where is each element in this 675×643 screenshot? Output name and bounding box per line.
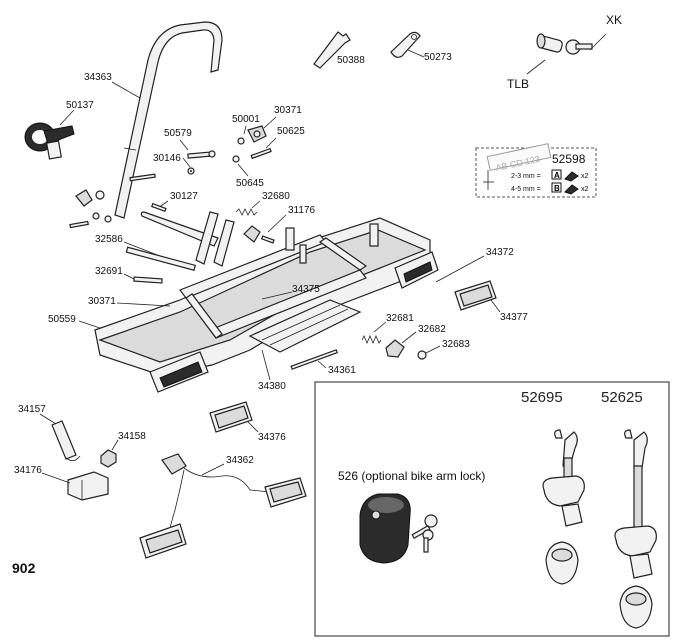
- label-30371-top: 30371: [274, 105, 302, 116]
- label-32586: 32586: [95, 234, 123, 245]
- label-32680: 32680: [262, 191, 290, 202]
- bolt-30127: [150, 202, 167, 213]
- bracket-34176: [67, 471, 109, 501]
- label-50579: 50579: [164, 128, 192, 139]
- knob-50001: [247, 125, 267, 143]
- bracket-left: [75, 189, 93, 207]
- label-32683: 32683: [442, 339, 470, 350]
- label-34377: 34377: [500, 312, 528, 323]
- wiring-harness-34362: [139, 453, 307, 559]
- knob-31176: [243, 225, 275, 244]
- plate-sign-52598: AB CD 123 2-3 mm = A x2 4-5 mm = B x2: [475, 143, 597, 198]
- label-50001: 50001: [232, 114, 260, 125]
- key-xk: [565, 39, 593, 55]
- label-50625: 50625: [277, 126, 305, 137]
- bike-arm-lock-526: [359, 493, 411, 564]
- lamp-lens-34376: [209, 401, 253, 433]
- label-34361: 34361: [328, 365, 356, 376]
- label-31176: 31176: [288, 205, 316, 216]
- plate-row1: 2-3 mm =: [511, 173, 541, 180]
- bolt-long: [129, 173, 156, 182]
- rod-32586: [125, 246, 197, 271]
- allen-key-50388: [313, 31, 351, 69]
- plate-row2-qty: x2: [581, 186, 589, 193]
- label-32691: 32691: [95, 266, 123, 277]
- bolt-50625: [250, 147, 272, 160]
- lock-keys-526: [411, 514, 438, 553]
- label-34157: 34157: [18, 404, 46, 415]
- label-34176: 34176: [14, 465, 42, 476]
- label-34375: 34375: [292, 284, 320, 295]
- knob-52625: [619, 585, 653, 629]
- knob-32682: [385, 339, 405, 358]
- spring-32680: [235, 208, 258, 216]
- washer-50645: [232, 155, 240, 163]
- label-tlb: TLB: [507, 77, 529, 91]
- bike-arm-52695: [542, 429, 585, 527]
- model-number: 902: [12, 560, 36, 576]
- label-32682: 32682: [418, 324, 446, 335]
- washer-50001: [237, 137, 245, 145]
- washer-left-3: [104, 215, 112, 223]
- label-50388: 50388: [337, 55, 365, 66]
- label-34376: 34376: [258, 432, 286, 443]
- pin-32691: [133, 276, 163, 284]
- nut-34158: [100, 449, 117, 468]
- screw-left: [69, 220, 89, 229]
- washer-left-2: [92, 212, 100, 220]
- label-50137: 50137: [66, 100, 94, 111]
- label-34363: 34363: [84, 72, 112, 83]
- frame-bow-34363: [114, 21, 223, 219]
- label-52625: 52625: [601, 389, 643, 406]
- lock-cylinder-tlb: [536, 33, 563, 53]
- bike-arm-52625: [614, 429, 657, 579]
- lamp-lens-34377: [454, 280, 497, 311]
- label-52598: 52598: [552, 152, 586, 166]
- spring-32681: [361, 334, 382, 345]
- label-30146: 30146: [153, 153, 181, 164]
- knob-52695: [545, 541, 579, 585]
- plate-row1-qty: x2: [581, 173, 589, 180]
- label-32681: 32681: [386, 313, 414, 324]
- nut-32683: [417, 350, 427, 360]
- label-xk: XK: [606, 13, 622, 27]
- washer-left-1: [95, 190, 105, 200]
- label-34158: 34158: [118, 431, 146, 442]
- label-50559: 50559: [48, 314, 76, 325]
- label-50645: 50645: [236, 178, 264, 189]
- label-34372: 34372: [486, 247, 514, 258]
- label-30127: 30127: [170, 191, 198, 202]
- label-52695: 52695: [521, 389, 563, 406]
- carrier-platform: [94, 211, 439, 393]
- label-34362: 34362: [226, 455, 254, 466]
- wrench-50273: [390, 31, 421, 58]
- label-50273: 50273: [424, 52, 452, 63]
- plate-row2: 4-5 mm =: [511, 186, 541, 193]
- washer-30146: [187, 167, 195, 175]
- plate-row1-key: A: [554, 171, 560, 180]
- rod-34361: [290, 349, 339, 370]
- label-34380: 34380: [258, 381, 286, 392]
- label-526-lock: 526 (optional bike arm lock): [338, 469, 485, 483]
- plate-row2-key: B: [554, 184, 560, 193]
- strap-50137: [24, 122, 75, 160]
- label-30371-left: 30371: [88, 296, 116, 307]
- clamp-34157: [51, 420, 81, 461]
- bolt-30146: [187, 150, 216, 159]
